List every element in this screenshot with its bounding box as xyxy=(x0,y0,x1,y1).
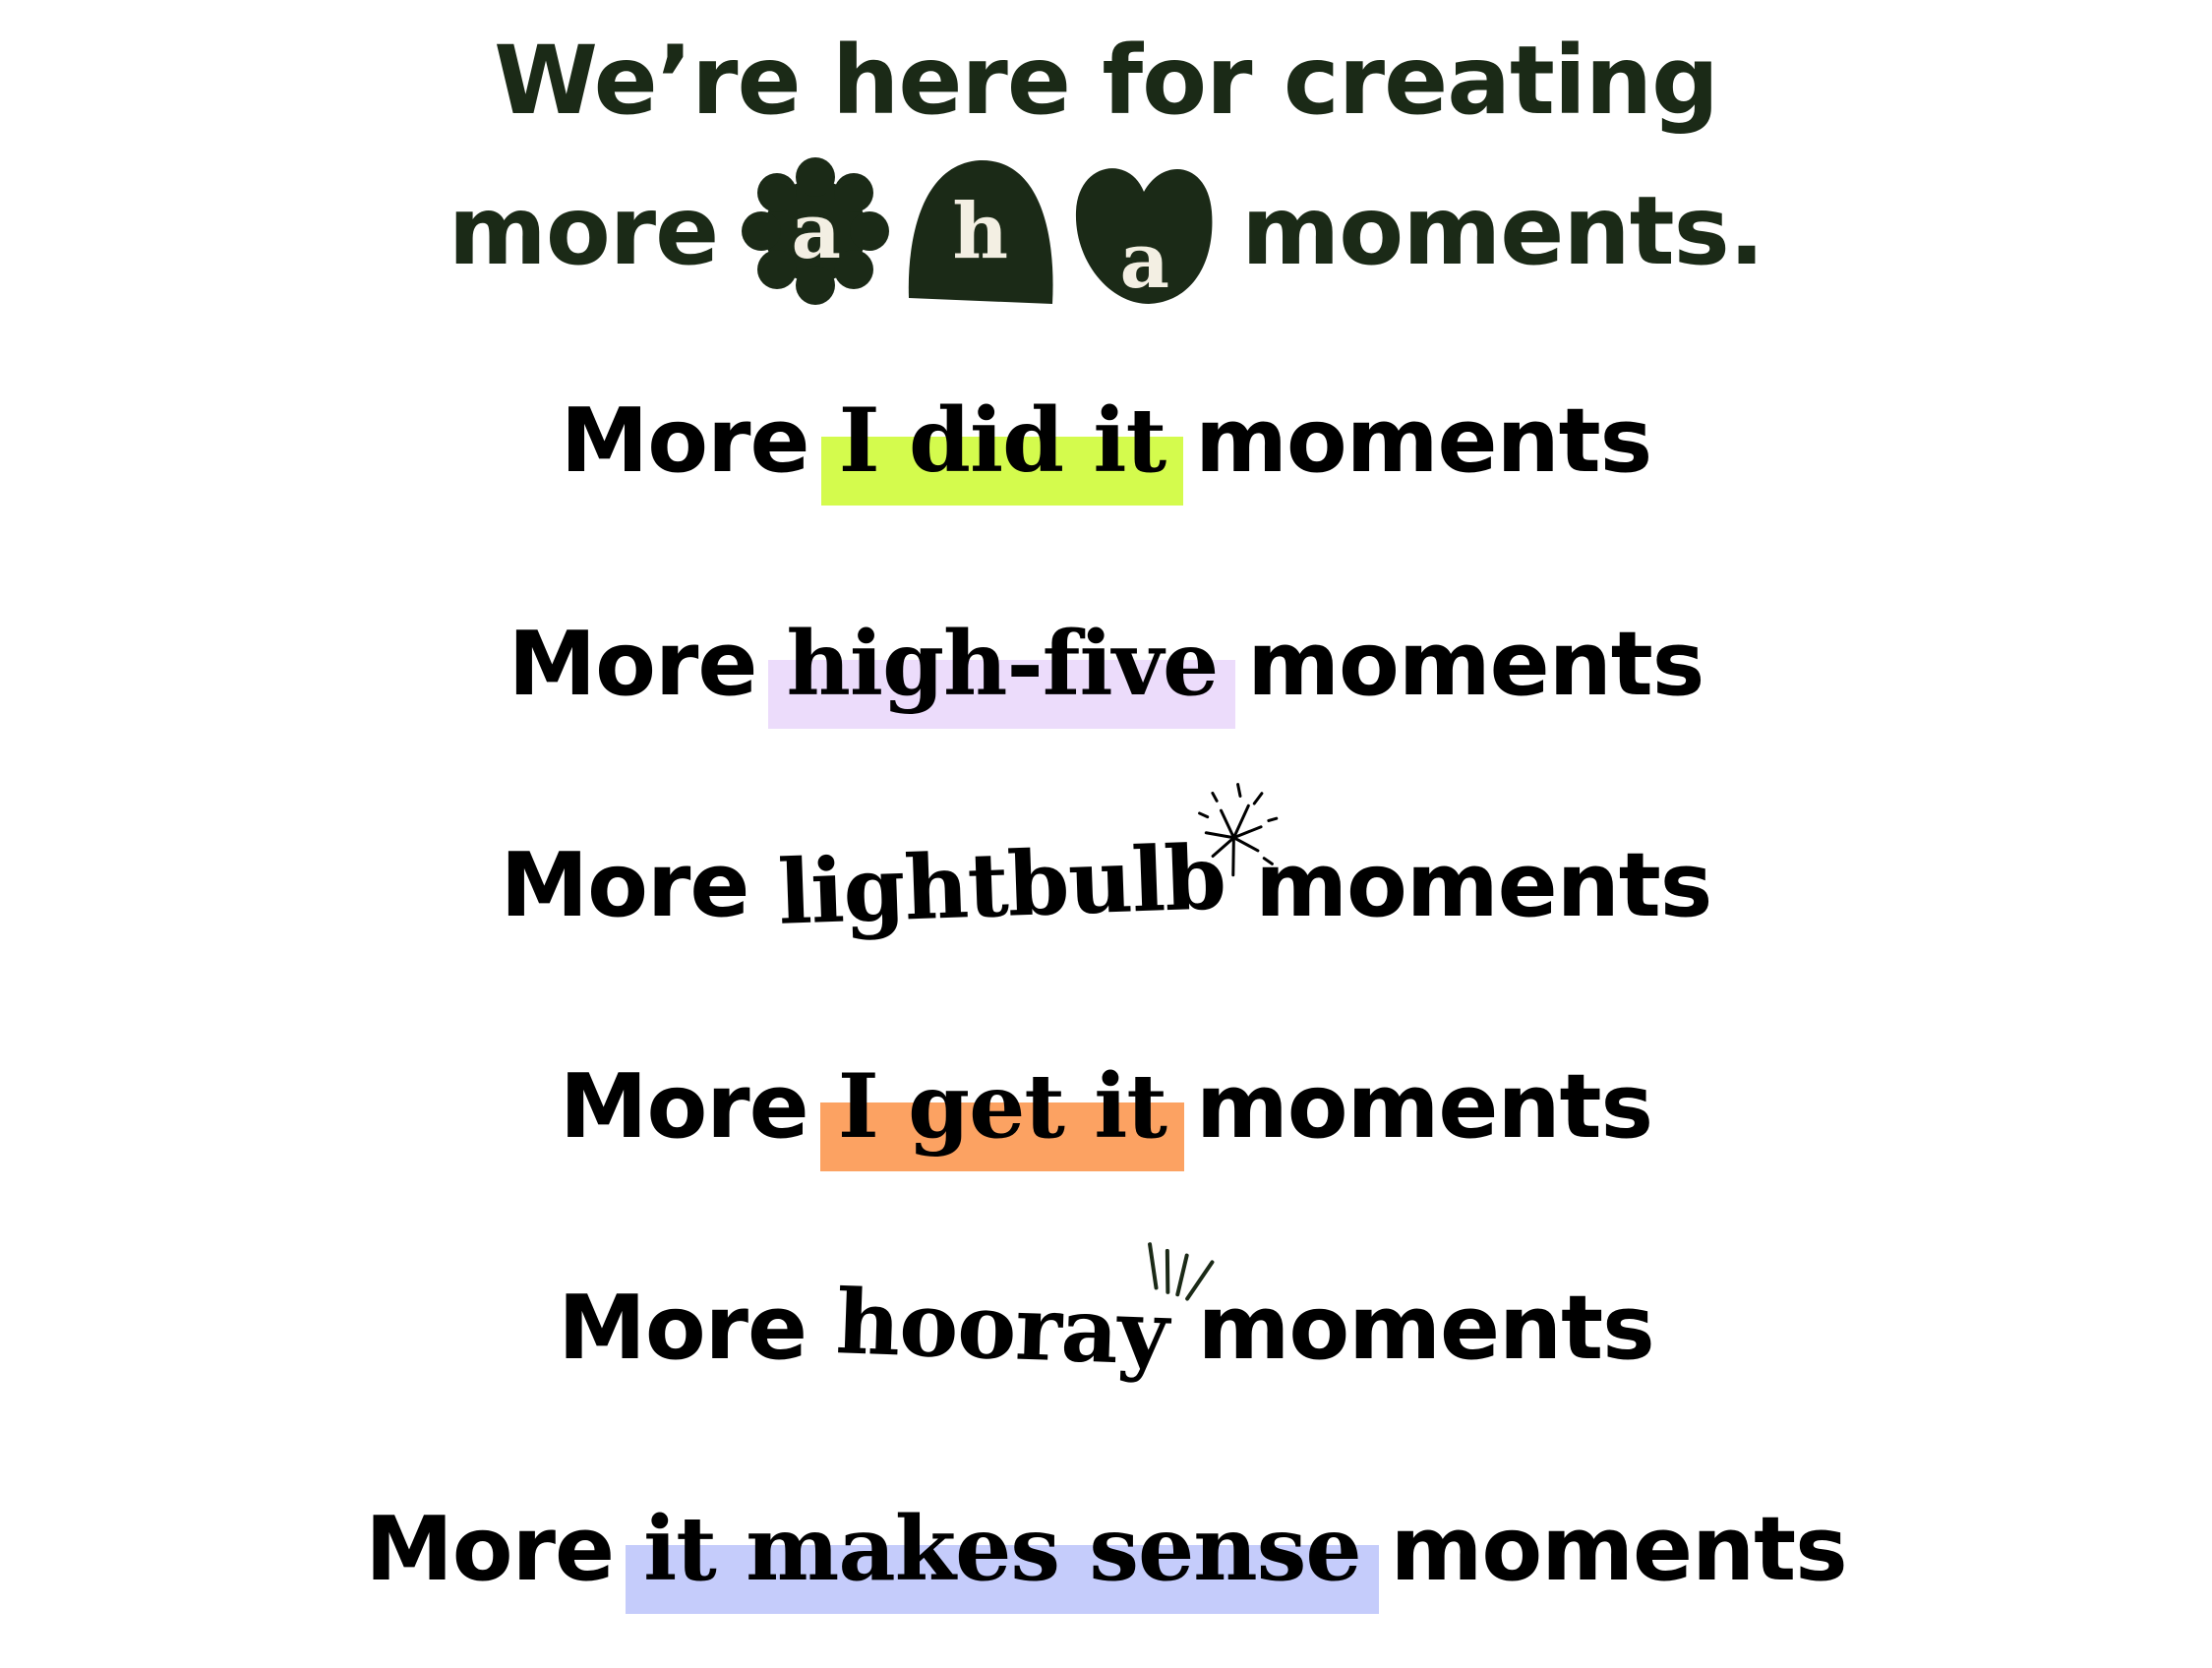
moment-line-lightbulb: More lightbulb moments xyxy=(0,783,2212,945)
phrase-high-five: high-five xyxy=(768,605,1236,729)
aha-blob-a2: a xyxy=(1070,152,1218,310)
moment-line-makes-sense: More it makes sense moments xyxy=(0,1490,2212,1614)
headline-more: more xyxy=(448,176,719,286)
line-prefix: More xyxy=(365,1498,615,1601)
sparkle-burst-icon xyxy=(1198,783,1279,877)
phrase-text: it makes sense xyxy=(643,1497,1362,1601)
phrase-text: I get it xyxy=(837,1054,1167,1159)
heart-blob-icon xyxy=(1076,168,1213,304)
aha-letter-a1: a xyxy=(791,186,841,276)
aha-letter-a2: a xyxy=(1119,215,1169,306)
line-prefix: More xyxy=(560,389,810,493)
phrase-text: I did it xyxy=(838,388,1167,493)
line-prefix: More xyxy=(508,613,758,716)
aha-blob-h: h xyxy=(901,152,1058,310)
line-suffix: moments xyxy=(1390,1498,1848,1601)
phrase-text: high-five xyxy=(786,612,1219,716)
moment-line-did-it: More I did it moments xyxy=(0,382,2212,506)
headline-line-1: We’re here for creating xyxy=(494,26,1719,136)
line-suffix: moments xyxy=(1196,1055,1653,1159)
phrase-i-get-it: I get it xyxy=(819,1047,1185,1171)
moment-line-high-five: More high-five moments xyxy=(0,605,2212,729)
phrase-it-makes-sense: it makes sense xyxy=(626,1490,1379,1614)
phrase-lightbulb: lightbulb xyxy=(759,783,1279,952)
line-suffix: moments xyxy=(1197,1277,1655,1380)
phrase-hooray: hooray xyxy=(816,1242,1215,1394)
line-suffix: moments xyxy=(1247,613,1704,716)
aha-letter-h: h xyxy=(952,186,1008,276)
headline-moments: moments. xyxy=(1241,176,1764,286)
line-prefix: More xyxy=(558,1277,807,1380)
moment-line-get-it: More I get it moments xyxy=(0,1047,2212,1171)
headline-line-2: more a h xyxy=(0,138,2212,325)
line-suffix: moments xyxy=(1255,834,1712,937)
line-prefix: More xyxy=(559,1055,809,1159)
cheer-lines-icon xyxy=(1147,1242,1215,1301)
line-prefix: More xyxy=(500,834,750,937)
scalloped-blob-icon xyxy=(742,157,890,305)
moment-line-hooray: More hooray moments xyxy=(0,1242,2212,1387)
phrase-text: lightbulb xyxy=(776,825,1227,945)
arch-blob-icon xyxy=(909,159,1053,304)
phrase-i-did-it: I did it xyxy=(820,382,1184,506)
aha-blob-a1: a xyxy=(742,157,890,305)
line-suffix: moments xyxy=(1195,389,1652,493)
aha-blobs: a h a xyxy=(742,152,1218,310)
phrase-text: hooray xyxy=(834,1270,1170,1386)
